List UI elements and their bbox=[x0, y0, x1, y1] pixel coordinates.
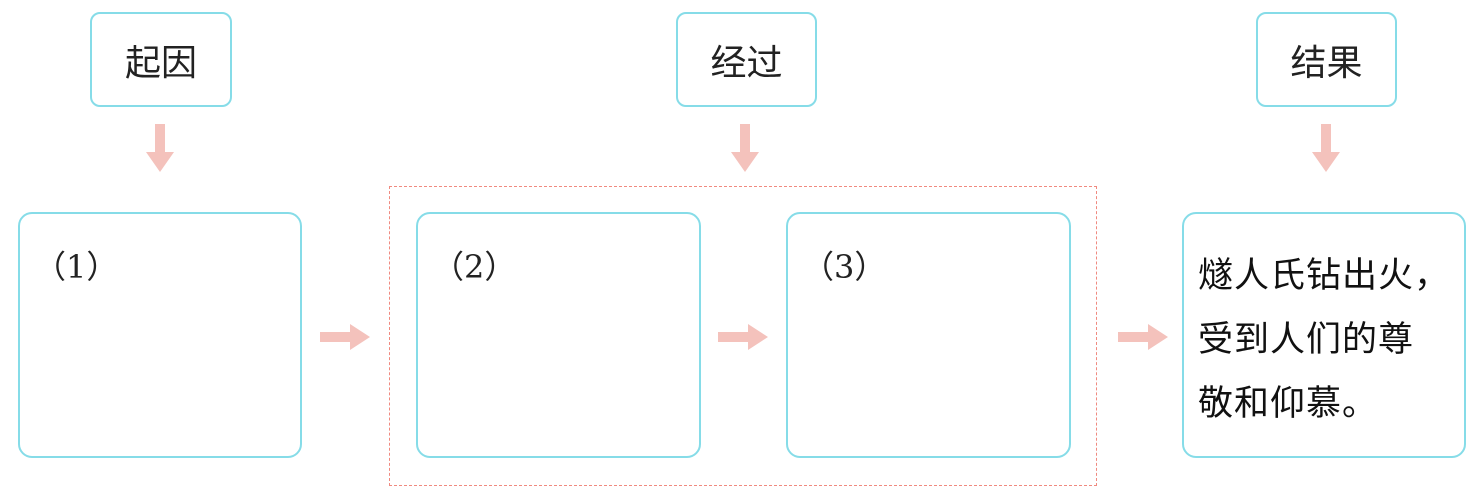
cause-box: （1） bbox=[18, 212, 302, 458]
right-arrow-icon bbox=[718, 324, 768, 350]
result-line-1: 燧人氏钻出火， bbox=[1198, 256, 1451, 296]
down-arrow-icon bbox=[1312, 124, 1340, 172]
label-result: 结果 bbox=[1256, 12, 1397, 107]
box-number-1: （1） bbox=[34, 248, 119, 286]
label-process-text: 经过 bbox=[710, 42, 783, 84]
label-process: 经过 bbox=[676, 12, 817, 107]
right-arrow-icon bbox=[320, 324, 370, 350]
down-arrow-icon bbox=[731, 124, 759, 172]
down-arrow-icon bbox=[146, 124, 174, 172]
label-result-text: 结果 bbox=[1290, 42, 1363, 84]
result-box: 燧人氏钻出火， 受到人们的尊 敬和仰慕。 bbox=[1182, 212, 1466, 458]
label-cause: 起因 bbox=[90, 12, 232, 107]
result-line-3: 敬和仰慕。 bbox=[1198, 384, 1379, 424]
label-cause-text: 起因 bbox=[124, 42, 197, 84]
box-number-2: （2） bbox=[432, 248, 517, 286]
result-line-2: 受到人们的尊 bbox=[1198, 320, 1415, 360]
result-text: 燧人氏钻出火， 受到人们的尊 敬和仰慕。 bbox=[1198, 244, 1458, 436]
right-arrow-icon bbox=[1118, 324, 1168, 350]
box-number-3: （3） bbox=[802, 248, 887, 286]
process-box-2: （3） bbox=[786, 212, 1071, 458]
process-group-outline bbox=[389, 186, 1097, 486]
process-box-1: （2） bbox=[416, 212, 701, 458]
